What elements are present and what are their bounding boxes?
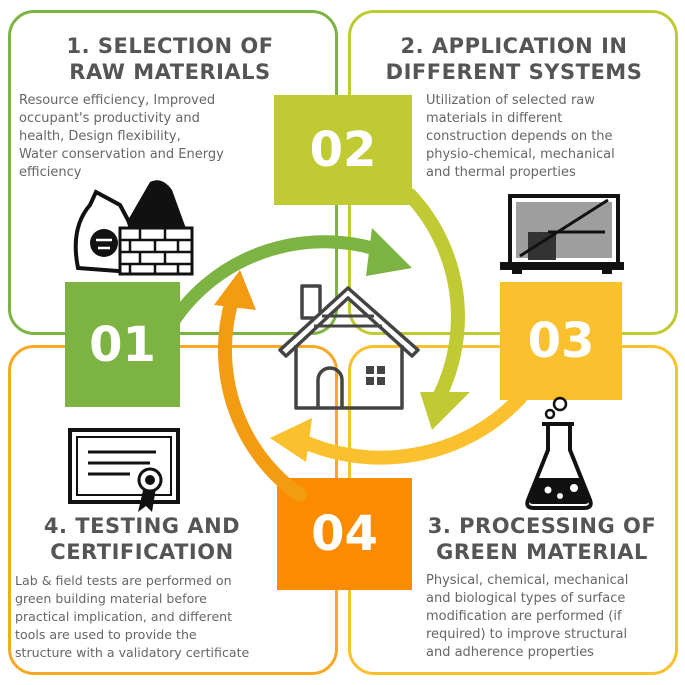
arrow-yellowgreen-icon [403, 188, 470, 430]
step-2-title-line2: DIFFERENT SYSTEMS [385, 60, 643, 84]
step-3-desc-line: required) to improve structural [426, 627, 628, 642]
step-4-desc-line: practical implication, and different [15, 609, 233, 624]
step-3-desc-line: and biological types of surface [426, 591, 626, 606]
step-2-description: Utilization of selected raw materials in… [426, 92, 671, 182]
step-4-title: 4. TESTING AND CERTIFICATION [16, 513, 268, 565]
step-2-desc-line: Utilization of selected raw [426, 93, 595, 108]
step-2-desc-line: construction depends on the [426, 129, 613, 144]
step-4-desc-line: tools are used to provide the [15, 627, 197, 642]
step-4-desc-line: structure with a validatory certificate [15, 645, 250, 660]
step-4-desc-line: green building material before [15, 591, 207, 606]
step-3-description: Physical, chemical, mechanical and biolo… [426, 572, 676, 662]
step-2-number: 02 [274, 95, 412, 205]
step-3-desc-line: and adherence properties [426, 645, 594, 660]
step-3-title: 3. PROCESSING OF GREEN MATERIAL [408, 513, 676, 565]
step-1-description: Resource efficiency, Improved occupant's… [19, 92, 264, 182]
construction-system-icon [500, 194, 624, 274]
step-1-desc-line: efficiency [19, 165, 82, 180]
step-1-title-line2: RAW MATERIALS [69, 60, 271, 84]
arrow-green-icon [161, 228, 412, 337]
step-2-desc-line: and thermal properties [426, 165, 576, 180]
step-1-title: 1. SELECTION OF RAW MATERIALS [20, 33, 320, 85]
step-2-title-line1: 2. APPLICATION IN [400, 34, 628, 58]
step-4-title-line2: CERTIFICATION [50, 540, 234, 564]
step-2-desc-line: physio-chemical, mechanical [426, 147, 615, 162]
step-4-desc-line: Lab & field tests are performed on [15, 573, 232, 588]
arrow-orange-icon [214, 270, 307, 502]
step-1-desc-line: Resource efficiency, Improved [19, 93, 216, 108]
step-3-desc-line: Physical, chemical, mechanical [426, 573, 629, 588]
arrow-yellow-icon [270, 391, 527, 465]
house-icon [278, 284, 420, 410]
certificate-icon [68, 428, 180, 512]
step-2-title: 2. APPLICATION IN DIFFERENT SYSTEMS [358, 33, 670, 85]
step-1-desc-line: health, Design flexibility, [19, 129, 181, 144]
step-3-title-line2: GREEN MATERIAL [436, 540, 648, 564]
step-1-title-line1: 1. SELECTION OF [66, 34, 274, 58]
step-3-title-line1: 3. PROCESSING OF [427, 514, 657, 538]
step-2-desc-line: materials in different [426, 111, 563, 126]
step-1-desc-line: Water conservation and Energy [19, 147, 224, 162]
step-4-description: Lab & field tests are performed on green… [15, 572, 285, 662]
step-1-desc-line: occupant's productivity and [19, 111, 200, 126]
step-4-number: 04 [277, 478, 412, 590]
step-3-number: 03 [500, 282, 622, 400]
step-3-desc-line: modification are performed (if [426, 609, 622, 624]
step-1-number: 01 [65, 282, 180, 407]
flask-icon [525, 396, 593, 510]
raw-materials-icon [73, 180, 194, 276]
step-4-title-line1: 4. TESTING AND [43, 514, 241, 538]
